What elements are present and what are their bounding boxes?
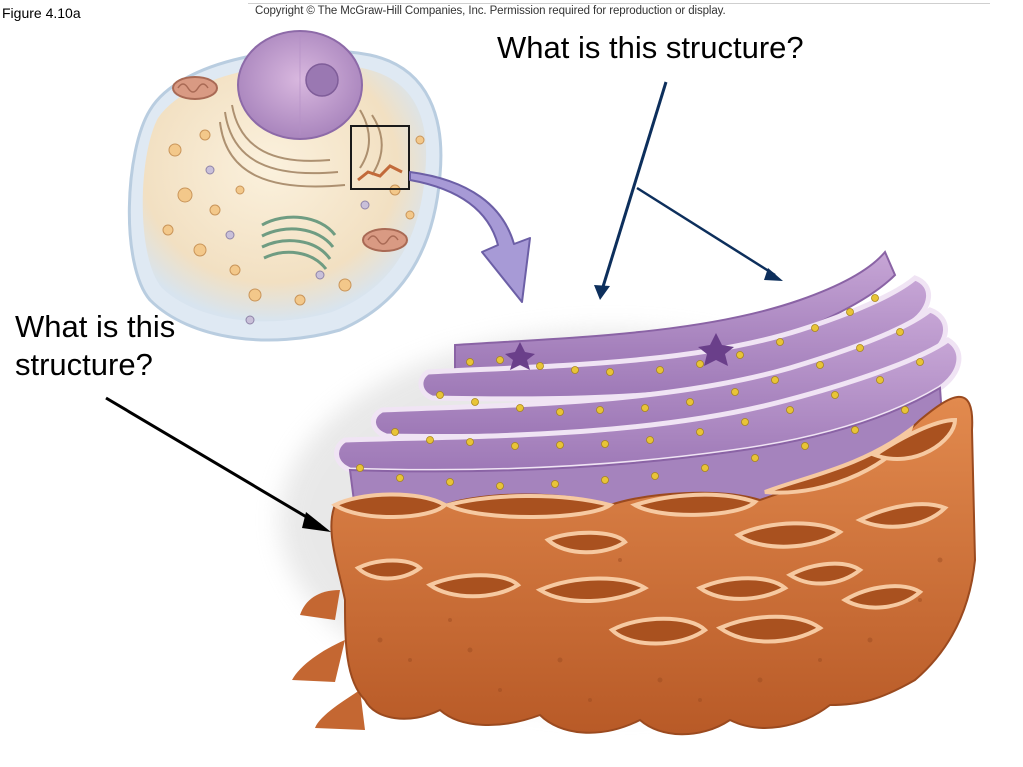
zoom-arrow [409,171,531,303]
figure-label: Figure 4.10a [2,5,81,21]
copyright-notice: Copyright © The McGraw-Hill Companies, I… [255,5,726,17]
pointer-arrow [105,396,331,532]
mitochondrion-icon [172,76,218,100]
pointer-arrow [636,186,783,281]
mitochondrion-icon [362,228,408,252]
cell-illustration [127,30,443,342]
question-label-top: What is this structure? [497,30,804,65]
zoom-box [350,125,410,190]
pointer-arrow [594,81,668,300]
golgi-icon [261,215,337,270]
smooth-er-illustration [292,395,977,736]
question-label-left: What is this structure? [15,309,176,382]
header-divider [248,3,990,4]
